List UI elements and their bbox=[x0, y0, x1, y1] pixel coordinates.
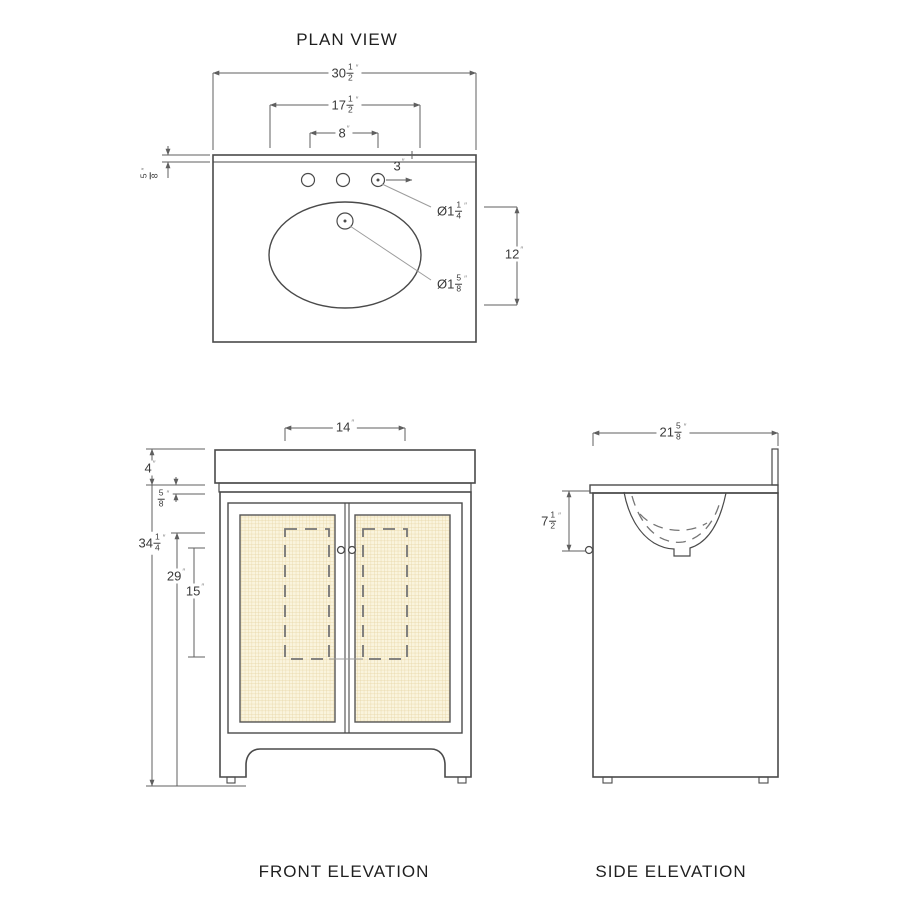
side-elevation bbox=[584, 448, 779, 784]
side-sink-bowl-front bbox=[623, 491, 727, 557]
front-foot-right bbox=[457, 776, 467, 784]
front-cabinet-body bbox=[219, 491, 472, 778]
front-foot-left bbox=[226, 776, 236, 784]
dim-faucet-spacing: 8″ bbox=[335, 125, 353, 141]
dim-door-opening: 15″ bbox=[182, 583, 208, 599]
side-cabinet-body bbox=[592, 492, 779, 778]
side-backsplash bbox=[771, 448, 779, 486]
front-door-knob-right bbox=[347, 545, 357, 555]
dim-cabinet-height: 29″ bbox=[163, 568, 189, 584]
front-door-knob-left bbox=[336, 545, 346, 555]
plan-faucet-hole-center bbox=[335, 172, 351, 188]
plan-view bbox=[212, 154, 477, 343]
side-sink-rim-hidden bbox=[639, 513, 708, 531]
front-dashed-panel-left bbox=[284, 528, 330, 660]
plan-leader-lines bbox=[349, 183, 432, 281]
dim-counter-height: 4″ bbox=[141, 460, 159, 476]
side-countertop bbox=[589, 484, 779, 494]
side-door-knob bbox=[584, 545, 594, 555]
side-dimension-lines bbox=[562, 430, 779, 552]
plan-drain-hole bbox=[336, 212, 354, 230]
leader-faucet-dia bbox=[381, 183, 432, 208]
front-cane-panel-right bbox=[354, 514, 451, 723]
side-sink-bowl-hidden bbox=[631, 495, 720, 543]
front-elevation-title: FRONT ELEVATION bbox=[258, 862, 430, 881]
front-apron-band bbox=[218, 482, 472, 493]
front-cane-panel-left bbox=[239, 514, 336, 723]
plan-sink-basin bbox=[268, 201, 422, 309]
dim-cutout-width: 14″ bbox=[332, 419, 358, 435]
front-hidden-lines bbox=[284, 528, 408, 660]
leader-drain-dia bbox=[349, 225, 432, 281]
front-countertop bbox=[214, 449, 476, 484]
dim-bowl-front-back: 12″ bbox=[501, 246, 527, 262]
dim-hole-setback: 3″ bbox=[393, 157, 405, 174]
side-elevation-title: SIDE ELEVATION bbox=[595, 862, 747, 881]
plan-faucet-hole-right bbox=[370, 172, 386, 188]
front-dashed-panel-right bbox=[362, 528, 408, 660]
side-hidden-lines bbox=[631, 495, 720, 543]
side-foot-left bbox=[602, 776, 613, 784]
plan-faucet-hole-left bbox=[300, 172, 316, 188]
side-foot-right bbox=[758, 776, 769, 784]
plan-faucet-hole-centermark bbox=[376, 178, 380, 182]
plan-view-title: PLAN VIEW bbox=[296, 30, 398, 49]
plan-countertop-outline bbox=[212, 154, 477, 343]
front-elevation bbox=[214, 449, 476, 784]
plan-drain-centermark bbox=[343, 219, 347, 223]
